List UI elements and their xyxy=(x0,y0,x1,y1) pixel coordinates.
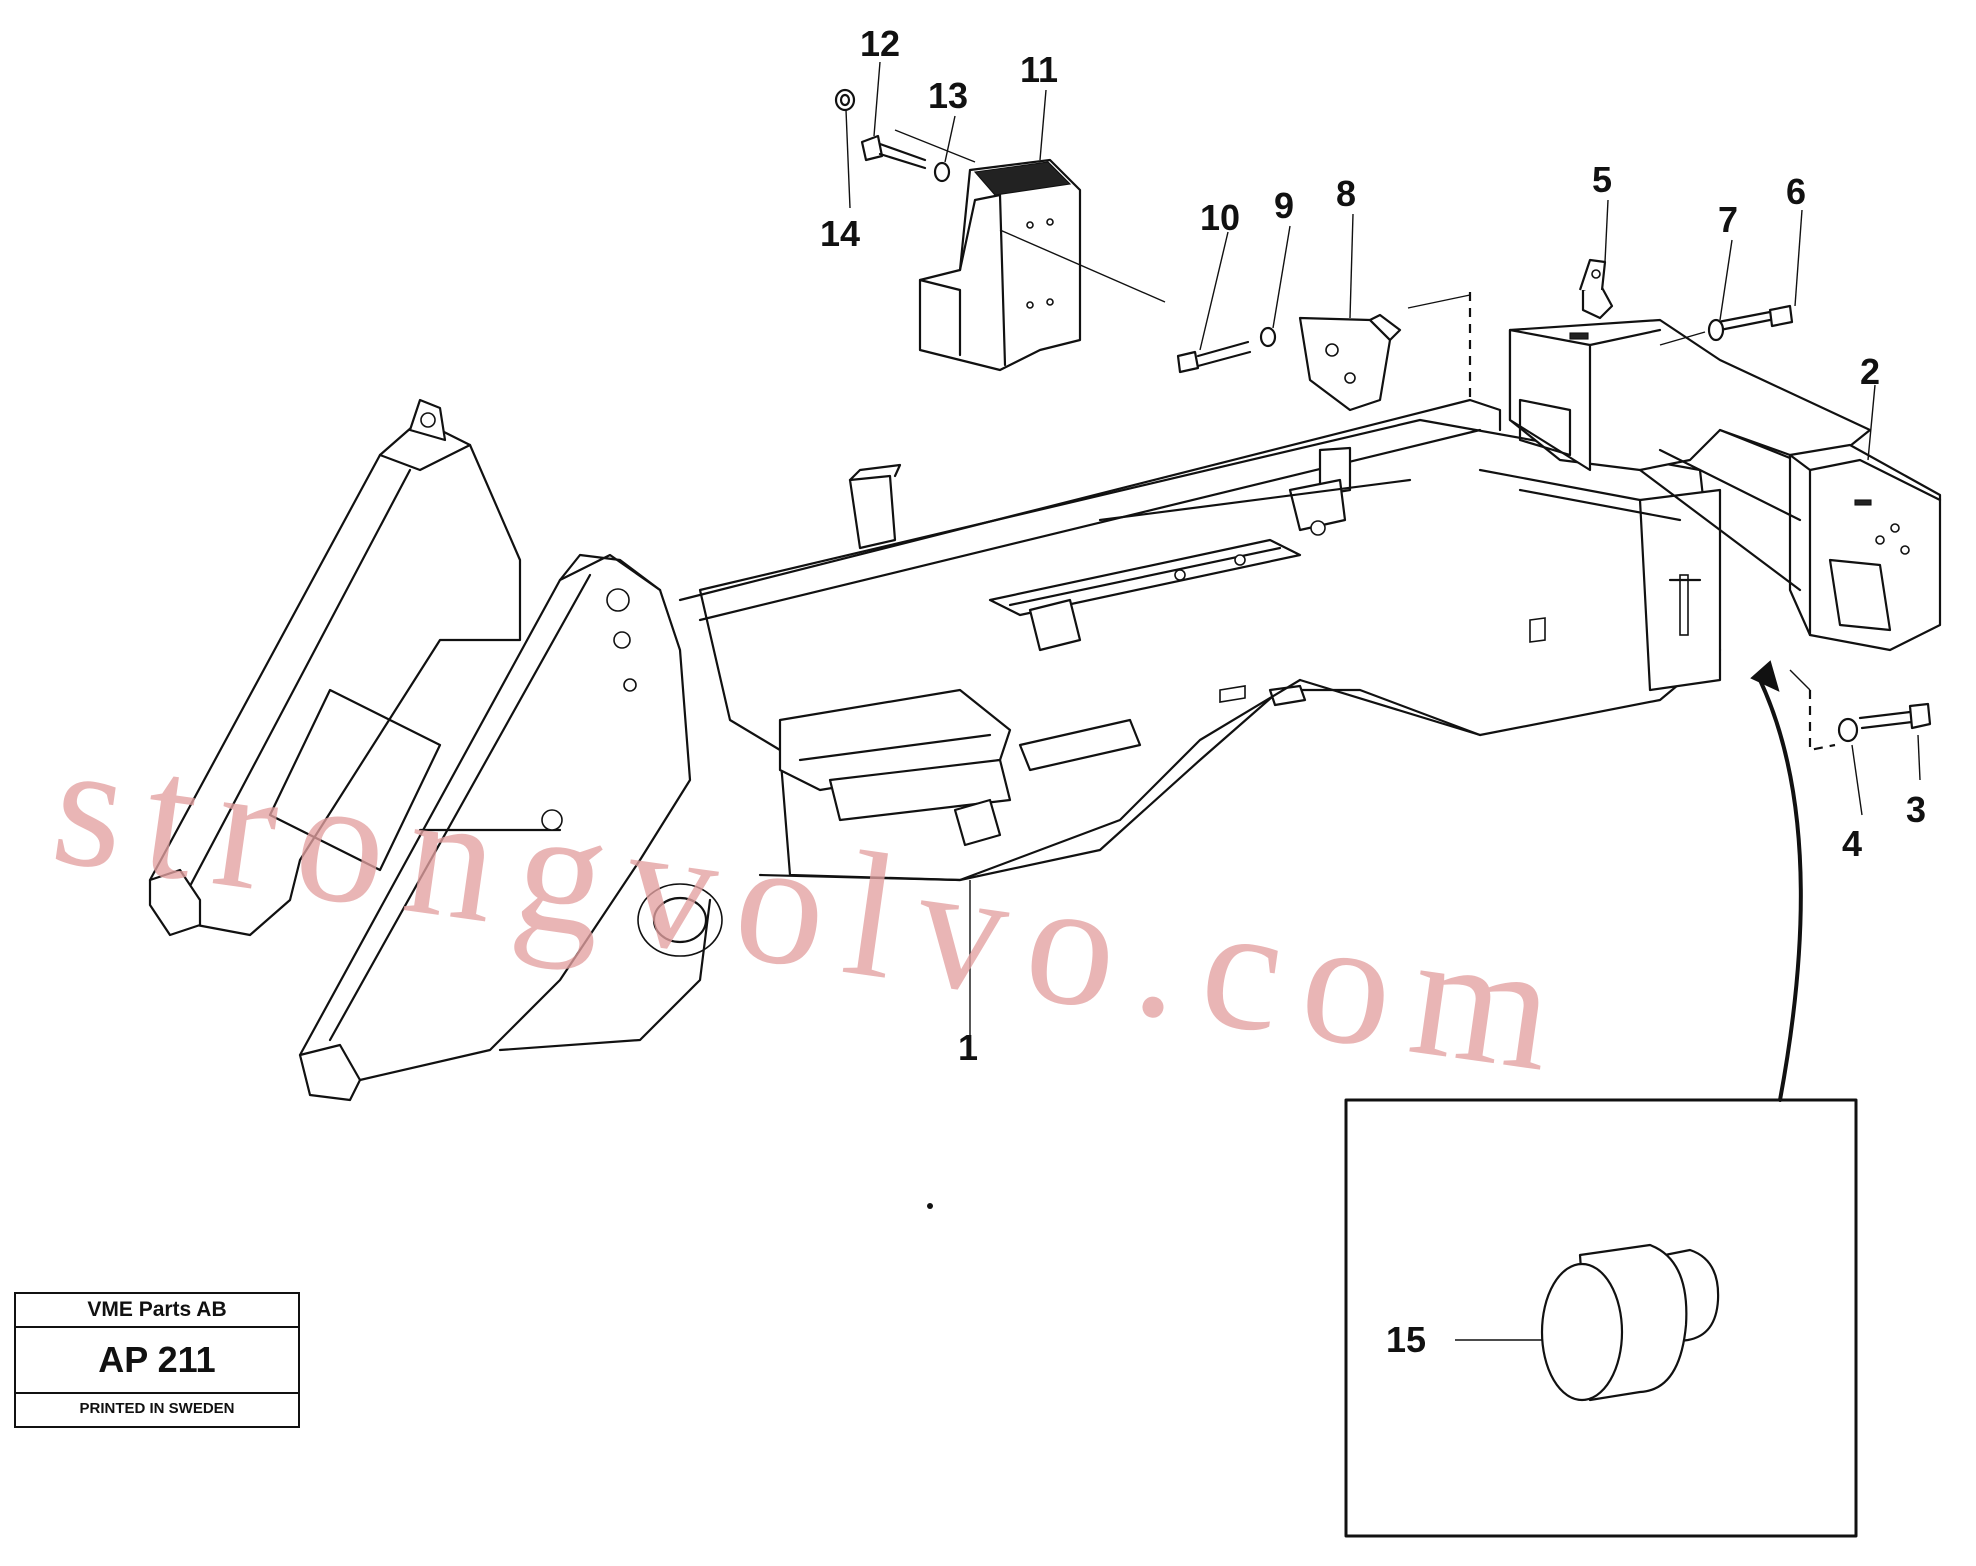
step-11 xyxy=(918,158,1082,372)
title-company: VME Parts AB xyxy=(16,1294,298,1328)
bolt-12 xyxy=(860,134,927,170)
counterweight xyxy=(1508,318,1942,652)
callout-11: 11 xyxy=(1020,49,1058,90)
leader-lines xyxy=(845,61,1921,1341)
title-printed: PRINTED IN SWEDEN xyxy=(79,1400,235,1417)
callout-4: 4 xyxy=(1842,823,1862,864)
callout-6: 6 xyxy=(1786,171,1806,212)
callout-9: 9 xyxy=(1274,185,1294,226)
callout-10: 10 xyxy=(1200,197,1240,238)
washer-7 xyxy=(1707,318,1725,342)
callout-15: 15 xyxy=(1386,1319,1426,1360)
callout-14: 14 xyxy=(820,213,860,254)
washer-9 xyxy=(1259,326,1277,348)
nut-14 xyxy=(834,88,856,112)
callout-3: 3 xyxy=(1906,789,1926,830)
main-frame xyxy=(148,398,1722,1102)
washer-4 xyxy=(1837,717,1859,743)
alignment-line-3 xyxy=(1808,690,1836,752)
callout-2: 2 xyxy=(1860,351,1880,392)
callout-1: 1 xyxy=(958,1027,978,1068)
title-code: AP 211 xyxy=(16,1328,298,1394)
bolt-3 xyxy=(1858,702,1932,730)
callouts: 1 2 3 4 5 6 7 8 9 10 11 12 13 14 15 xyxy=(820,23,1926,1360)
bracket-8 xyxy=(1298,313,1402,412)
callout-5: 5 xyxy=(1592,159,1612,200)
bolt-6 xyxy=(1716,304,1794,332)
title-block: VME Parts AB AP 211 PRINTED IN SWEDEN xyxy=(14,1292,300,1428)
bolt-10 xyxy=(1176,340,1252,374)
callout-8: 8 xyxy=(1336,173,1356,214)
washer-13 xyxy=(933,161,951,183)
detail-inset xyxy=(1344,660,1858,1538)
callout-12: 12 xyxy=(860,23,900,64)
callout-13: 13 xyxy=(928,75,968,116)
stray-dot xyxy=(927,1203,933,1209)
bracket-5 xyxy=(1578,258,1614,320)
callout-7: 7 xyxy=(1718,199,1738,240)
